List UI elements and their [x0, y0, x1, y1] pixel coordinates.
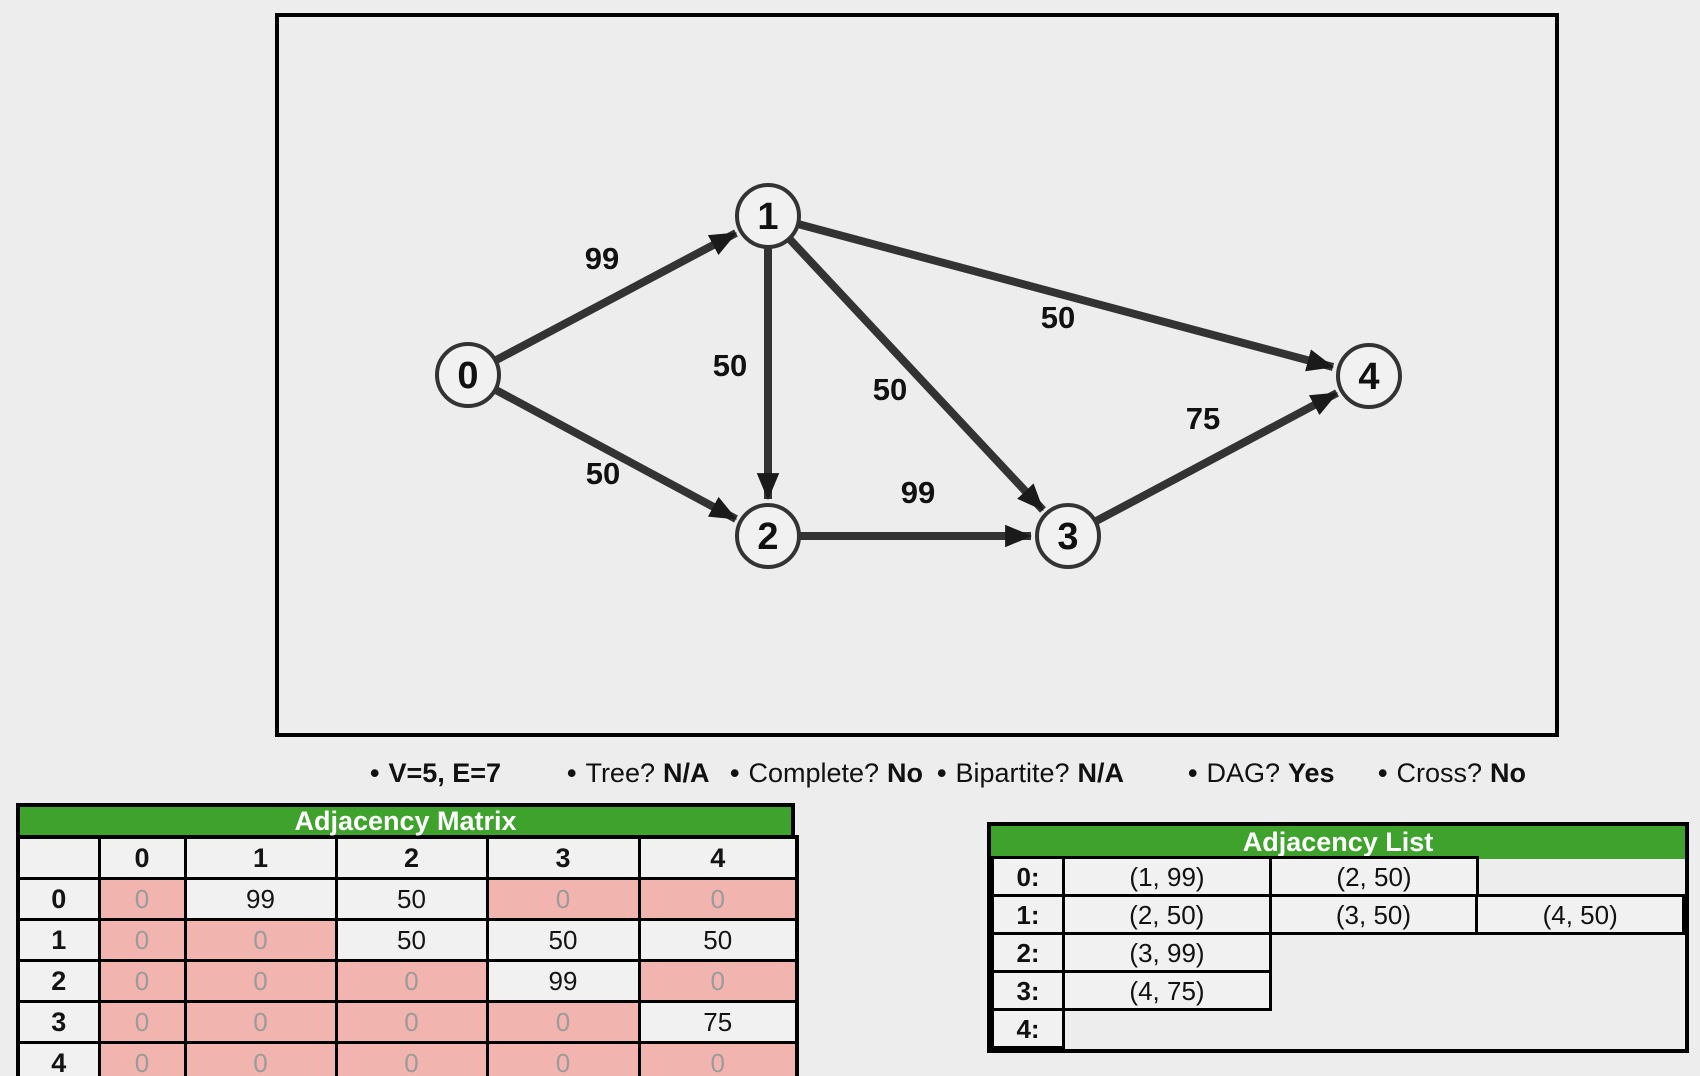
matrix-header-row: 0 1 2 3 4 [16, 835, 799, 880]
stat-answer: No [1489, 758, 1526, 788]
matrix-row-label: 0 [16, 877, 101, 921]
graph-panel [275, 13, 1559, 737]
adjlist-entry: (1, 99) [1062, 856, 1272, 897]
matrix-row: 0 0 99 50 0 0 [16, 877, 799, 921]
matrix-cell: 99 [183, 877, 338, 921]
matrix-cell: 0 [97, 918, 187, 962]
adjacency-matrix: Adjacency Matrix 0 1 2 3 4 0 0 99 50 0 0 [16, 803, 799, 1076]
stat-dag: • DAG?Yes [1188, 758, 1335, 790]
matrix-row: 3 0 0 0 0 75 [16, 1000, 799, 1044]
matrix-col-header: 4 [637, 835, 799, 880]
matrix-cell: 0 [485, 1041, 641, 1076]
matrix-row: 1 0 0 50 50 50 [16, 918, 799, 962]
matrix-col-header: 1 [183, 835, 338, 880]
stat-cross: • Cross?No [1378, 758, 1526, 790]
matrix-corner-cell [16, 835, 101, 880]
matrix-cell: 0 [334, 1041, 489, 1076]
matrix-cell: 75 [637, 1000, 799, 1044]
stat-question: Cross? [1396, 758, 1482, 788]
matrix-col-header: 0 [97, 835, 187, 880]
adjlist-row: 1: (2, 50) (3, 50) (4, 50) [991, 894, 1686, 935]
bullet-icon: • [730, 758, 740, 788]
adjlist-row: 2: (3, 99) [991, 932, 1685, 973]
matrix-cell: 0 [334, 1000, 489, 1044]
adjlist-row-label: 1: [991, 894, 1065, 935]
stat-bipartite: • Bipartite?N/A [937, 758, 1124, 790]
stat-tree: • Tree?N/A [567, 758, 709, 790]
matrix-row-label: 4 [16, 1041, 101, 1076]
matrix-cell: 0 [485, 1000, 641, 1044]
stat-question: Bipartite? [955, 758, 1070, 788]
matrix-cell: 50 [334, 918, 489, 962]
stat-question: Tree? [585, 758, 655, 788]
matrix-cell: 50 [637, 918, 799, 962]
matrix-col-header: 2 [334, 835, 489, 880]
matrix-cell: 0 [183, 1041, 338, 1076]
stat-answer: No [887, 758, 924, 788]
adjacency-list: Adjacency List 0: (1, 99) (2, 50) 1: (2,… [987, 822, 1689, 1053]
stat-answer: Yes [1287, 758, 1335, 788]
adjacency-matrix-title: Adjacency Matrix [16, 803, 795, 839]
matrix-cell: 0 [97, 1000, 187, 1044]
stat-question: DAG? [1206, 758, 1280, 788]
matrix-cell: 50 [485, 918, 641, 962]
matrix-cell: 50 [334, 877, 489, 921]
adjlist-row: 4: [991, 1008, 1685, 1049]
stat-question: Complete? [748, 758, 880, 788]
stat-complete: • Complete?No [730, 758, 923, 790]
matrix-cell: 0 [97, 1041, 187, 1076]
matrix-cell: 0 [183, 1000, 338, 1044]
bullet-icon: • [370, 758, 380, 788]
stat-answer: V=5, E=7 [388, 758, 502, 788]
matrix-row: 4 0 0 0 0 0 [16, 1041, 799, 1076]
matrix-cell: 0 [183, 918, 338, 962]
matrix-row: 2 0 0 0 99 0 [16, 959, 799, 1003]
adjlist-row: 0: (1, 99) (2, 50) [991, 856, 1685, 897]
matrix-cell: 0 [637, 877, 799, 921]
matrix-cell: 0 [637, 959, 799, 1003]
matrix-row-label: 3 [16, 1000, 101, 1044]
matrix-cell: 0 [183, 959, 338, 1003]
bullet-icon: • [1378, 758, 1388, 788]
adjlist-row-label: 4: [991, 1008, 1065, 1049]
matrix-cell: 0 [485, 877, 641, 921]
matrix-col-header: 3 [485, 835, 641, 880]
adjlist-entry: (3, 99) [1062, 932, 1272, 973]
adjlist-entry: (2, 50) [1269, 856, 1479, 897]
adjacency-list-title: Adjacency List [991, 826, 1685, 859]
matrix-row-label: 2 [16, 959, 101, 1003]
adjlist-row: 3: (4, 75) [991, 970, 1685, 1011]
stat-vertices-edges: • V=5, E=7 [370, 758, 501, 790]
adjlist-entry: (2, 50) [1061, 894, 1272, 935]
adjlist-row-label: 3: [991, 970, 1065, 1011]
matrix-cell: 0 [637, 1041, 799, 1076]
bullet-icon: • [937, 758, 947, 788]
matrix-cell: 0 [97, 877, 187, 921]
adjlist-row-label: 2: [991, 932, 1065, 973]
bullet-icon: • [567, 758, 577, 788]
matrix-row-label: 1 [16, 918, 101, 962]
stat-answer: N/A [662, 758, 710, 788]
matrix-cell: 99 [485, 959, 641, 1003]
adjlist-row-label: 0: [991, 856, 1065, 897]
matrix-cell: 0 [334, 959, 489, 1003]
stat-answer: N/A [1077, 758, 1125, 788]
adjlist-entry: (4, 75) [1062, 970, 1272, 1011]
adjlist-entry: (3, 50) [1268, 894, 1479, 935]
bullet-icon: • [1188, 758, 1198, 788]
matrix-cell: 0 [97, 959, 187, 1003]
adjacency-matrix-table: 0 1 2 3 4 0 0 99 50 0 0 1 0 0 50 50 50 [16, 835, 799, 1076]
adjlist-entry: (4, 50) [1475, 894, 1686, 935]
